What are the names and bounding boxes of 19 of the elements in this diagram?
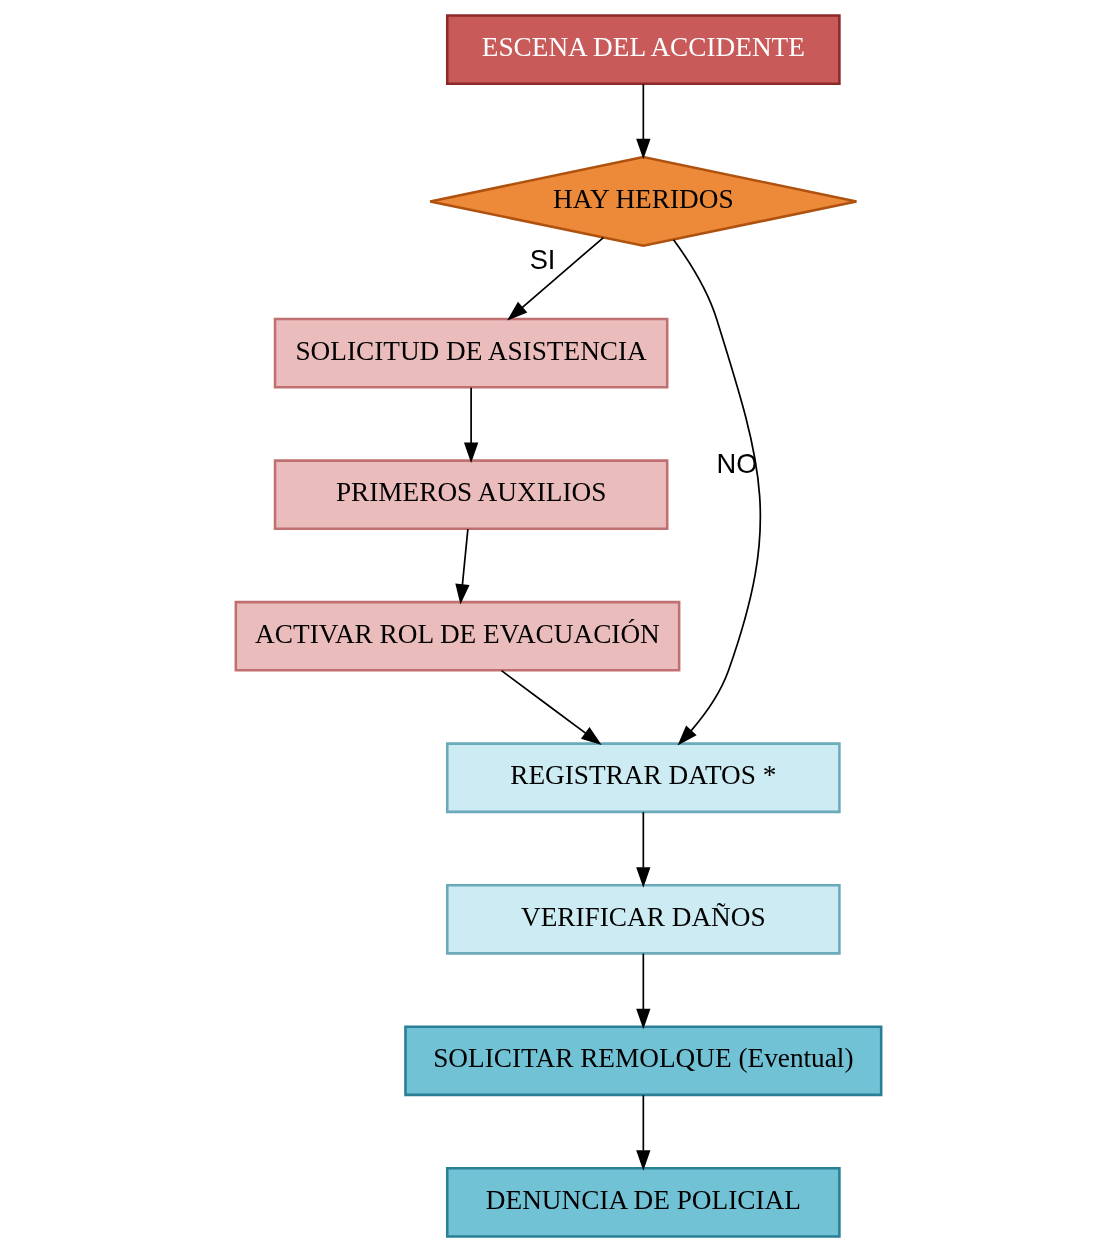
- node-box: SOLICITUD DE ASISTENCIA: [273, 317, 669, 389]
- arrow: [636, 811, 651, 888]
- arrow: [636, 1094, 651, 1171]
- arrow: [455, 528, 470, 605]
- node-box: SOLICITAR REMOLQUE (Eventual): [404, 1025, 883, 1097]
- node-box: PRIMEROS AUXILIOS: [273, 459, 669, 531]
- node-box: ACTIVAR ROL DE EVACUACIÓN: [234, 600, 681, 672]
- node-box: DENUNCIA DE POLICIAL: [445, 1166, 841, 1238]
- arrow: [672, 238, 762, 746]
- arrow: [636, 83, 651, 160]
- node-box: REGISTRAR DATOS *: [445, 742, 841, 814]
- node-box: ESCENA DEL ACCIDENTE: [445, 14, 841, 86]
- edge-label: NO: [716, 448, 758, 480]
- arrow: [463, 386, 479, 464]
- node-box: VERIFICAR DAÑOS: [445, 883, 841, 955]
- arrow: [507, 236, 605, 321]
- node-diamond: HAY HERIDOS: [428, 155, 858, 248]
- arrow: [636, 952, 651, 1030]
- arrow: [500, 669, 602, 746]
